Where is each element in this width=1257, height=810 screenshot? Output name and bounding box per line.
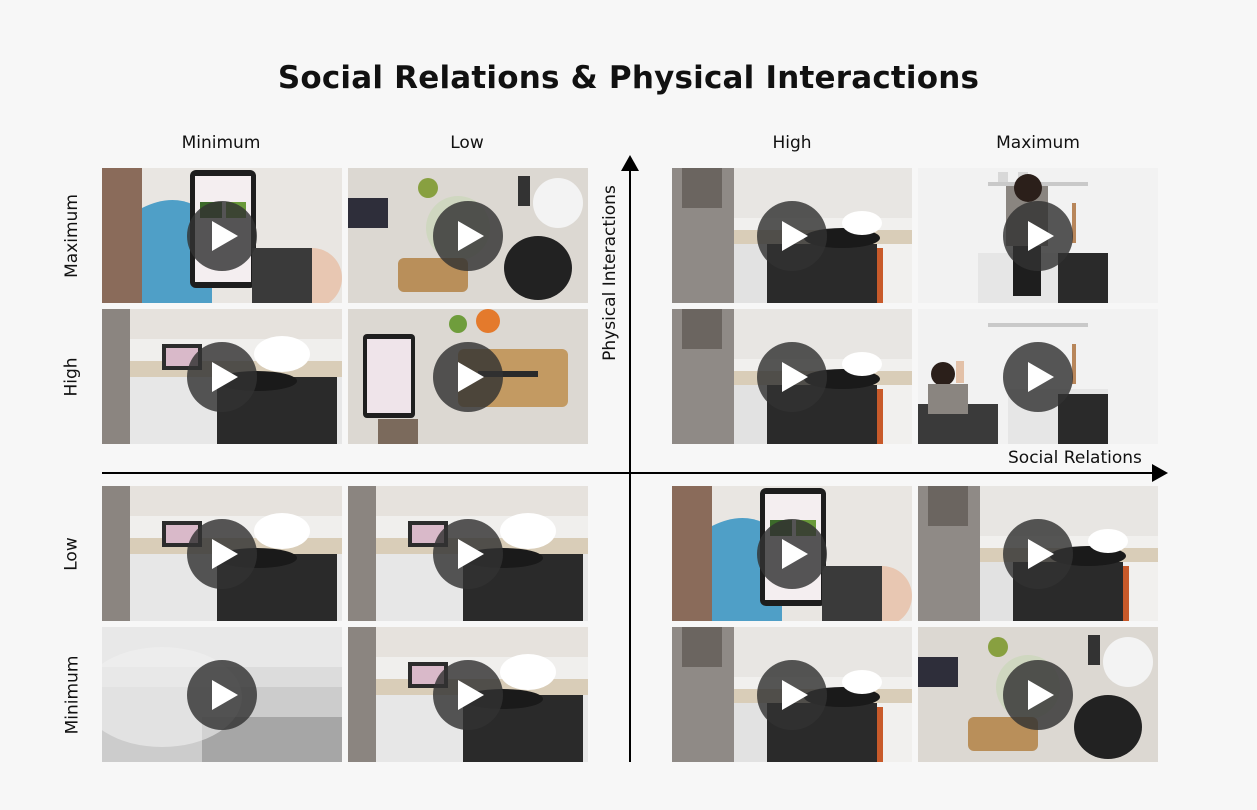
x-axis-arrow-icon — [1152, 464, 1168, 482]
play-triangle-icon — [212, 680, 238, 710]
play-icon[interactable] — [1003, 201, 1073, 271]
video-tile-high-high[interactable] — [672, 309, 912, 444]
row-label-maximum: Maximum — [62, 193, 83, 278]
video-tile-minimum-minimum[interactable] — [102, 627, 342, 762]
play-icon[interactable] — [433, 201, 503, 271]
play-icon[interactable] — [1003, 342, 1073, 412]
video-thumbnail — [672, 168, 912, 303]
play-triangle-icon — [782, 362, 808, 392]
play-triangle-icon — [782, 680, 808, 710]
page-title: Social Relations & Physical Interactions — [277, 60, 980, 96]
row-label-minimum: Minimum — [62, 655, 83, 734]
play-icon[interactable] — [187, 201, 257, 271]
play-triangle-icon — [1028, 680, 1054, 710]
play-triangle-icon — [212, 362, 238, 392]
play-triangle-icon — [1028, 539, 1054, 569]
play-triangle-icon — [458, 221, 484, 251]
column-label-low: Low — [450, 133, 484, 153]
column-label-minimum: Minimum — [181, 133, 261, 153]
play-triangle-icon — [458, 539, 484, 569]
video-tile-minimum-maximum[interactable] — [918, 627, 1158, 762]
play-icon[interactable] — [433, 342, 503, 412]
y-axis-label: Physical Interactions — [600, 184, 620, 361]
video-tile-maximum-minimum[interactable] — [102, 168, 342, 303]
x-axis-line — [102, 472, 1154, 474]
play-icon[interactable] — [187, 660, 257, 730]
video-tile-high-minimum[interactable] — [102, 309, 342, 444]
play-icon[interactable] — [187, 342, 257, 412]
play-triangle-icon — [212, 539, 238, 569]
video-tile-low-low[interactable] — [348, 486, 588, 621]
play-icon[interactable] — [433, 519, 503, 589]
video-thumbnail — [672, 309, 912, 444]
video-tile-low-minimum[interactable] — [102, 486, 342, 621]
video-tile-low-high[interactable] — [672, 486, 912, 621]
row-label-low: Low — [61, 536, 82, 571]
video-tile-high-maximum[interactable] — [918, 309, 1158, 444]
video-tile-minimum-low[interactable] — [348, 627, 588, 762]
play-icon[interactable] — [757, 201, 827, 271]
video-tile-maximum-high[interactable] — [672, 168, 912, 303]
play-icon[interactable] — [187, 519, 257, 589]
play-triangle-icon — [1028, 221, 1054, 251]
play-icon[interactable] — [433, 660, 503, 730]
play-icon[interactable] — [757, 519, 827, 589]
y-axis-line — [629, 168, 631, 762]
video-tile-low-maximum[interactable] — [918, 486, 1158, 621]
column-label-maximum: Maximum — [996, 133, 1080, 153]
y-axis-arrow-icon — [621, 155, 639, 171]
play-icon[interactable] — [1003, 519, 1073, 589]
play-icon[interactable] — [1003, 660, 1073, 730]
video-tile-minimum-high[interactable] — [672, 627, 912, 762]
video-tile-high-low[interactable] — [348, 309, 588, 444]
play-triangle-icon — [1028, 362, 1054, 392]
column-label-high: High — [772, 133, 812, 153]
row-label-high: High — [61, 356, 82, 397]
play-triangle-icon — [458, 362, 484, 392]
x-axis-label: Social Relations — [1008, 448, 1142, 468]
play-icon[interactable] — [757, 342, 827, 412]
play-triangle-icon — [458, 680, 484, 710]
play-icon[interactable] — [757, 660, 827, 730]
play-triangle-icon — [782, 221, 808, 251]
video-tile-maximum-low[interactable] — [348, 168, 588, 303]
video-tile-maximum-maximum[interactable] — [918, 168, 1158, 303]
play-triangle-icon — [212, 221, 238, 251]
play-triangle-icon — [782, 539, 808, 569]
